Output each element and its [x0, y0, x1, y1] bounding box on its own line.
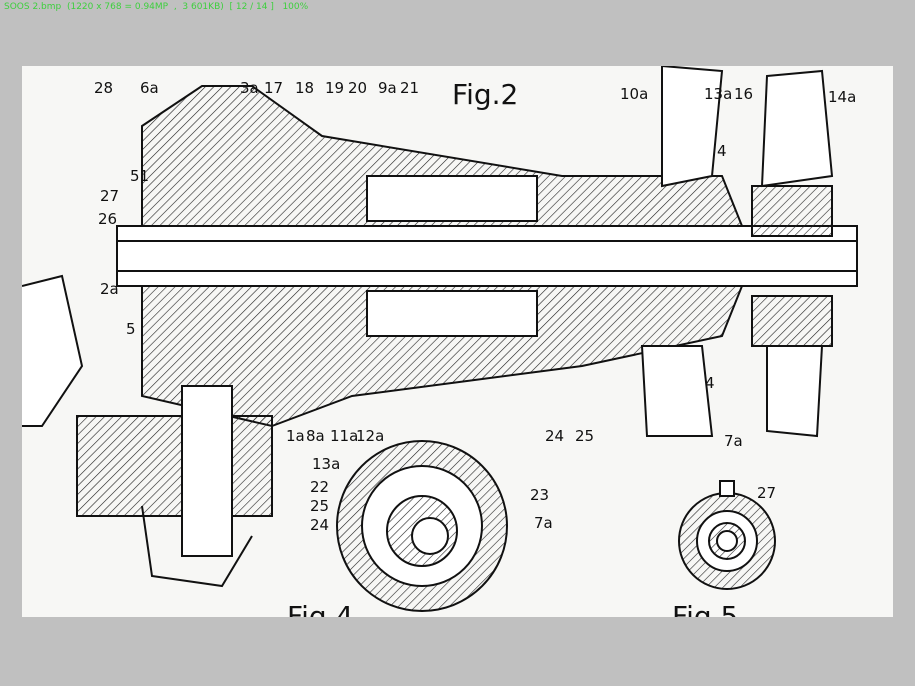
patent-drawing: Fig.2 Fig.4 Fig.5 28 6a 3a 17 18 19 20 9…	[22, 66, 858, 617]
fig4-label-7a: 7a	[534, 514, 553, 532]
label-25: 25	[575, 427, 594, 445]
label-19: 19	[325, 79, 344, 97]
fig4-labels: 13a 22 25 24 23 7a	[310, 455, 553, 534]
fig4-label-25: 25	[310, 497, 329, 515]
label-9a: 9a	[378, 79, 397, 97]
label-26: 26	[98, 210, 117, 228]
label-1a: 1a	[286, 427, 305, 445]
label-21: 21	[400, 79, 419, 97]
label-27: 27	[100, 187, 119, 205]
label-24: 24	[545, 427, 564, 445]
viewer-status-bar: SOOS 2.bmp (1220 x 768 = 0.94MP , 3 601K…	[4, 2, 309, 12]
label-13a: 13a	[704, 85, 732, 103]
label-3a: 3a	[240, 79, 259, 97]
fig4-label-24: 24	[310, 516, 329, 534]
label-4-top: 4	[717, 142, 727, 160]
fig4-label-13a: 13a	[312, 455, 340, 473]
label-17: 17	[264, 79, 283, 97]
label-4-bottom: 4	[705, 374, 715, 392]
label-5: 5	[126, 320, 136, 338]
label-28: 28	[94, 79, 113, 97]
label-20: 20	[348, 79, 367, 97]
label-18: 18	[295, 79, 314, 97]
label-6a: 6a	[140, 79, 159, 97]
fig4-title: Fig.4	[287, 600, 353, 617]
image-canvas[interactable]: Fig.2 Fig.4 Fig.5 28 6a 3a 17 18 19 20 9…	[22, 66, 893, 617]
label-12a: 12a	[356, 427, 384, 445]
fig5-label-27: 27	[757, 484, 776, 502]
fig2-title: Fig.2	[452, 78, 518, 111]
label-16: 16	[734, 85, 753, 103]
fig4-label-23: 23	[530, 486, 549, 504]
fig5-title: Fig.5	[672, 600, 738, 617]
label-11a: 11a	[330, 427, 358, 445]
fig4-label-22: 22	[310, 478, 329, 496]
label-14a: 14a	[828, 88, 856, 106]
label-8a: 8a	[306, 427, 325, 445]
label-7a: 7a	[724, 432, 743, 450]
label-51: 51	[130, 167, 149, 185]
fig2-labels: 28 6a 3a 17 18 19 20 9a 21 10a 13a 16 14…	[94, 79, 856, 450]
label-10a: 10a	[620, 85, 648, 103]
label-2a: 2a	[100, 280, 119, 298]
